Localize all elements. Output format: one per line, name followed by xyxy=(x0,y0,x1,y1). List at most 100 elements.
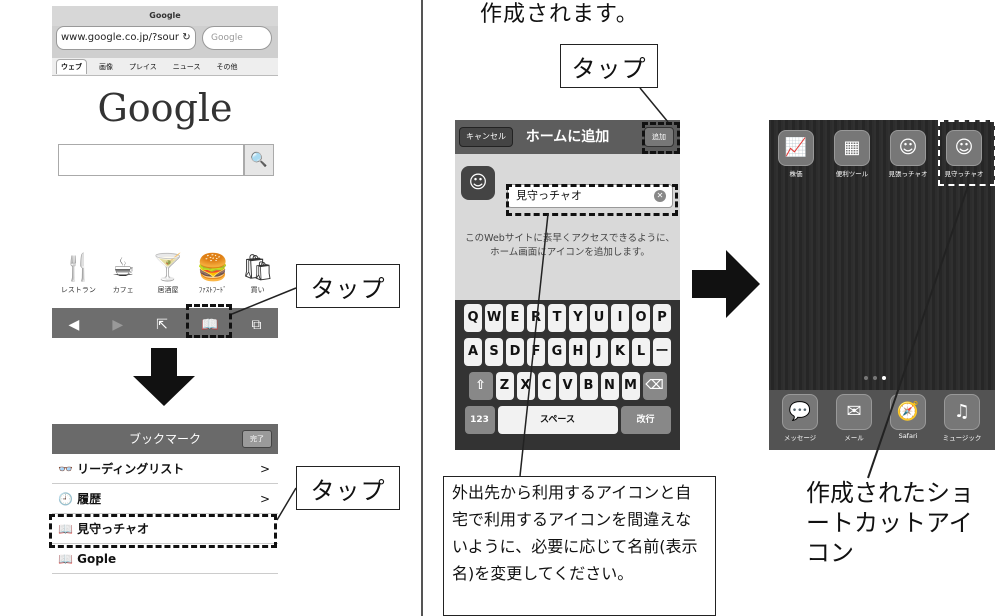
safari-toolbar: ◀ ▶ ⇱ 📖 ⧉ xyxy=(52,308,278,338)
bookmark-history[interactable]: 🕘 履歴> xyxy=(52,484,278,514)
new-icon-highlight xyxy=(938,120,996,186)
app-label: Safari xyxy=(898,432,918,440)
category-label: ﾌｧｽﾄﾌｰﾄﾞ xyxy=(198,286,227,294)
key[interactable]: U xyxy=(590,304,608,332)
done-button[interactable]: 完了 xyxy=(242,430,272,448)
category-bar[interactable]: 🍸 居酒屋 xyxy=(148,251,189,295)
google-logo: Google xyxy=(97,86,233,130)
page-dot xyxy=(873,376,877,380)
share-icon[interactable]: ⇱ xyxy=(156,317,168,333)
key[interactable]: Q xyxy=(464,304,482,332)
url-field[interactable]: www.google.co.jp/?sour ↻ xyxy=(56,26,196,50)
page-indicator xyxy=(864,376,886,380)
book-icon: 📖 xyxy=(58,522,73,536)
tabs-icon[interactable]: ⧉ xyxy=(251,317,262,333)
keyboard-row: ⇧ Z X C V B N M ⌫ xyxy=(457,372,678,400)
key[interactable]: S xyxy=(485,338,503,366)
forward-icon[interactable]: ▶ xyxy=(112,317,124,333)
key[interactable]: A xyxy=(464,338,482,366)
app-mimamoriciao[interactable]: ☺見守っチャオ xyxy=(943,130,985,178)
tab-places[interactable]: プレイス xyxy=(129,62,157,71)
bookmark-highlight xyxy=(49,514,277,548)
key[interactable]: E xyxy=(506,304,524,332)
dock-mail[interactable]: ✉メール xyxy=(833,394,875,442)
dock-safari[interactable]: 🧭Safari xyxy=(887,394,929,440)
keyboard-row: 123 スペース 改行 xyxy=(457,406,678,434)
page-title: Google xyxy=(52,6,278,26)
folder-icon: ▦ xyxy=(834,130,870,166)
key[interactable]: I xyxy=(611,304,629,332)
key[interactable]: L xyxy=(632,338,650,366)
key[interactable]: Y xyxy=(569,304,587,332)
backspace-key[interactable]: ⌫ xyxy=(642,372,667,400)
app-tools[interactable]: ▦便利ツール xyxy=(831,130,873,178)
keyboard-row: Q W E R T Y U I O P xyxy=(457,304,678,332)
tab-more[interactable]: その他 xyxy=(216,62,238,71)
key[interactable]: K xyxy=(611,338,629,366)
bookmark-mimamori[interactable]: 📖 見守っチャオ xyxy=(52,514,278,544)
tab-news[interactable]: ニュース xyxy=(172,62,201,71)
category-fastfood[interactable]: 🍔 ﾌｧｽﾄﾌｰﾄﾞ xyxy=(192,251,233,295)
key[interactable]: H xyxy=(569,338,587,366)
dock-music[interactable]: ♫ミュージック xyxy=(941,394,983,442)
bookmark-reading-list[interactable]: 👓 リーディングリスト> xyxy=(52,454,278,484)
add-button-highlight xyxy=(642,122,680,154)
key[interactable]: B xyxy=(579,372,598,400)
app-icon: ☺ xyxy=(461,166,495,200)
history-icon: 🕘 xyxy=(58,492,73,506)
key[interactable]: Z xyxy=(495,372,514,400)
webclip-icon: ☺ xyxy=(946,130,982,166)
key[interactable]: C xyxy=(537,372,556,400)
key[interactable]: V xyxy=(558,372,577,400)
key[interactable]: W xyxy=(485,304,503,332)
dock-messages[interactable]: 💬メッセージ xyxy=(779,394,821,442)
clear-icon[interactable]: ✕ xyxy=(654,190,666,202)
space-key[interactable]: スペース xyxy=(497,406,618,434)
tab-images[interactable]: 画像 xyxy=(99,62,113,71)
bookmarks-icon[interactable]: 📖 xyxy=(200,317,219,333)
safari-screen: Google www.google.co.jp/?sour ↻ Google ウ… xyxy=(52,6,278,338)
bookmark-label: リーディングリスト xyxy=(77,462,185,476)
burger-icon: 🍔 xyxy=(196,253,229,283)
google-search-field[interactable]: Google xyxy=(202,26,272,50)
key[interactable]: F xyxy=(527,338,545,366)
key[interactable]: J xyxy=(590,338,608,366)
cocktail-icon: 🍸 xyxy=(151,253,185,283)
category-restaurant[interactable]: 🍴レストラン xyxy=(58,251,99,295)
tap-callout-bookmark-item: タップ xyxy=(296,466,400,510)
name-field[interactable]: 見守っチャオ✕ xyxy=(507,184,673,208)
tap-callout-add: タップ xyxy=(560,44,658,88)
search-input[interactable] xyxy=(58,144,244,176)
key[interactable]: N xyxy=(600,372,619,400)
shift-key[interactable]: ⇧ xyxy=(468,372,493,400)
chevron-right-icon: > xyxy=(259,492,270,506)
key[interactable]: T xyxy=(548,304,566,332)
key[interactable]: ー xyxy=(653,338,671,366)
search-button[interactable]: 🔍 xyxy=(244,144,274,176)
key[interactable]: R xyxy=(527,304,545,332)
key[interactable]: O xyxy=(632,304,650,332)
category-label: 居酒屋 xyxy=(157,286,179,294)
app-mihariciao[interactable]: ☺見張っチャオ xyxy=(887,130,929,178)
messages-icon: 💬 xyxy=(782,394,818,430)
search-tabs: ウェブ 画像 プレイス ニュース その他 xyxy=(52,58,278,76)
search-icon: 🔍 xyxy=(250,152,268,168)
back-icon[interactable]: ◀ xyxy=(68,317,80,333)
app-label: 株価 xyxy=(789,170,803,178)
tab-web[interactable]: ウェブ xyxy=(56,59,87,74)
bookmark-label: 見守っチャオ xyxy=(77,522,150,536)
category-shopping[interactable]: 🛍買い xyxy=(237,251,278,295)
number-key[interactable]: 123 xyxy=(464,406,495,434)
home-screen: 📈株価 ▦便利ツール ☺見張っチャオ ☺見守っチャオ 💬メッセージ ✉メール 🧭… xyxy=(769,120,995,450)
category-cafe[interactable]: ☕カフェ xyxy=(103,251,144,295)
key[interactable]: M xyxy=(621,372,640,400)
cancel-button[interactable]: キャンセル xyxy=(459,127,513,147)
add-button[interactable]: 追加 xyxy=(644,127,674,147)
reload-icon[interactable]: ↻ xyxy=(182,32,191,43)
app-stocks[interactable]: 📈株価 xyxy=(775,130,817,178)
bookmark-gople[interactable]: 📖 Gople xyxy=(52,544,278,574)
key[interactable]: D xyxy=(506,338,524,366)
key[interactable]: G xyxy=(548,338,566,366)
return-key[interactable]: 改行 xyxy=(620,406,671,434)
key[interactable]: P xyxy=(653,304,671,332)
